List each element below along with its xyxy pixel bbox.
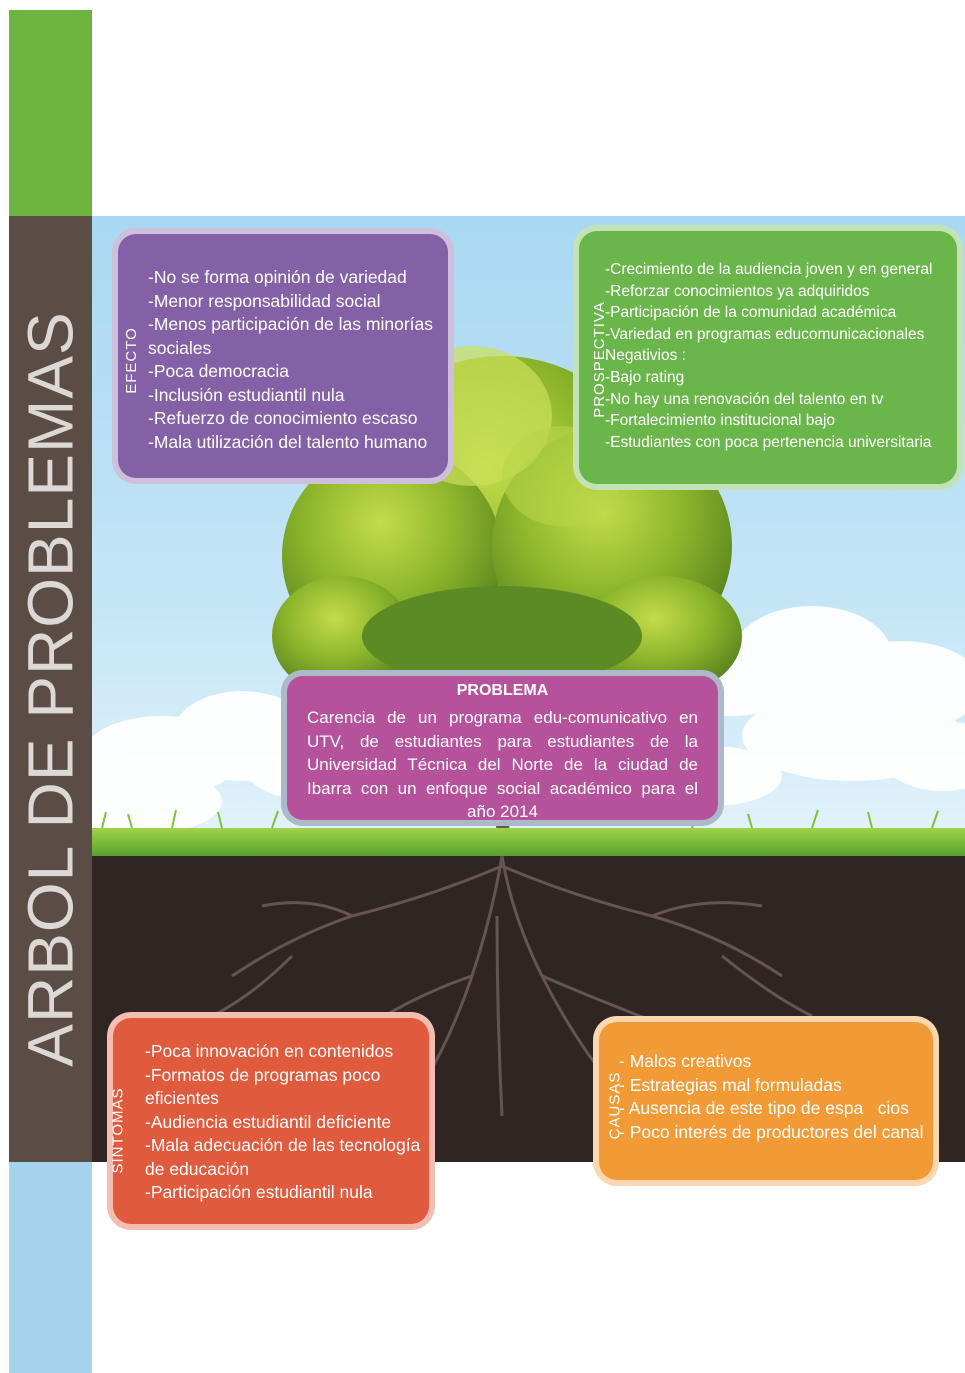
sintomas-item: -Audiencia estudiantil deficiente [145,1111,392,1132]
title-container: ARBOL DE PROBLEMAS [9,216,92,1162]
prospectiva-item: -Crecimiento de la audiencia joven y en … [605,261,933,278]
prospectiva-item: -Participación de la comunidad académica [605,304,897,322]
sintomas-bubble: SINTOMAS -Poca innovación en contenidos … [107,1012,435,1230]
prospectiva-item: -Bajo rating [605,368,685,386]
efecto-bubble: EFECTO -No se forma opinión de variedad … [112,228,454,484]
sintomas-item: eficientes [145,1088,219,1108]
page-title: ARBOL DE PROBLEMAS [14,311,87,1067]
causas-item: - Malos creativos [619,1051,752,1071]
problema-text: Carencia de un programa edu-comunicativo… [307,708,698,821]
grass [92,828,965,860]
efecto-list: -No se forma opinión de variedad -Menor … [148,266,433,454]
efecto-item: -Refuerzo de conocimiento escaso [148,408,418,428]
prospectiva-item: -Variedad en programas educomunicacional… [605,325,925,343]
causas-bubble: CAUSAS - Malos creativos - Estrategias m… [593,1016,939,1186]
blue-strip [9,1162,92,1373]
sintomas-item: de educación [145,1158,250,1179]
causas-item: - Poco interés de productores del canal [619,1121,924,1142]
prospectiva-item: -No hay una renovación del talento en tv [605,390,884,408]
prospectiva-list: -Crecimiento de la audiencia joven y en … [605,259,932,453]
efecto-item: -Poca democracia [148,361,290,381]
efecto-item: -Mala utilización del talento humano [148,431,428,452]
sintomas-item: -Formatos de programas poco [145,1064,381,1085]
sintomas-label: SINTOMAS [109,1087,127,1174]
efecto-item: -Menor responsabilidad social [148,290,381,311]
prospectiva-item: -Estudiantes con poca pertenencia univer… [605,433,932,451]
efecto-item: sociales [148,337,212,358]
prospectiva-item: Negativios : [605,347,686,365]
causas-item: - Ausencia de este tipo de espa cios [619,1098,909,1118]
prospectiva-item: -Fortalecimiento institucional bajo [605,412,836,430]
causas-item: - Estrategias mal formuladas [619,1074,842,1095]
efecto-item: -Inclusión estudiantil nula [148,384,345,405]
sintomas-item: -Poca innovación en contenidos [145,1041,394,1061]
problema-box: PROBLEMA Carencia de un programa edu-com… [281,670,724,826]
causas-list: - Malos creativos - Estrategias mal form… [619,1050,923,1144]
green-strip [9,10,92,216]
sintomas-item: -Participación estudiantil nula [145,1182,373,1202]
brown-strip [9,216,92,1162]
sintomas-item: -Mala adecuación de las tecnología [145,1135,421,1155]
efecto-item: -Menos participación de las minorías [148,314,433,334]
problema-heading: PROBLEMA [456,682,549,699]
efecto-item: -No se forma opinión de variedad [148,267,407,287]
prospectiva-bubble: PROSPECTIVA -Crecimiento de la audiencia… [573,225,963,490]
efecto-label: EFECTO [122,327,140,394]
sintomas-list: -Poca innovación en contenidos -Formatos… [145,1040,420,1205]
prospectiva-item: -Reforzar conocimientos ya adquiridos [605,282,870,300]
